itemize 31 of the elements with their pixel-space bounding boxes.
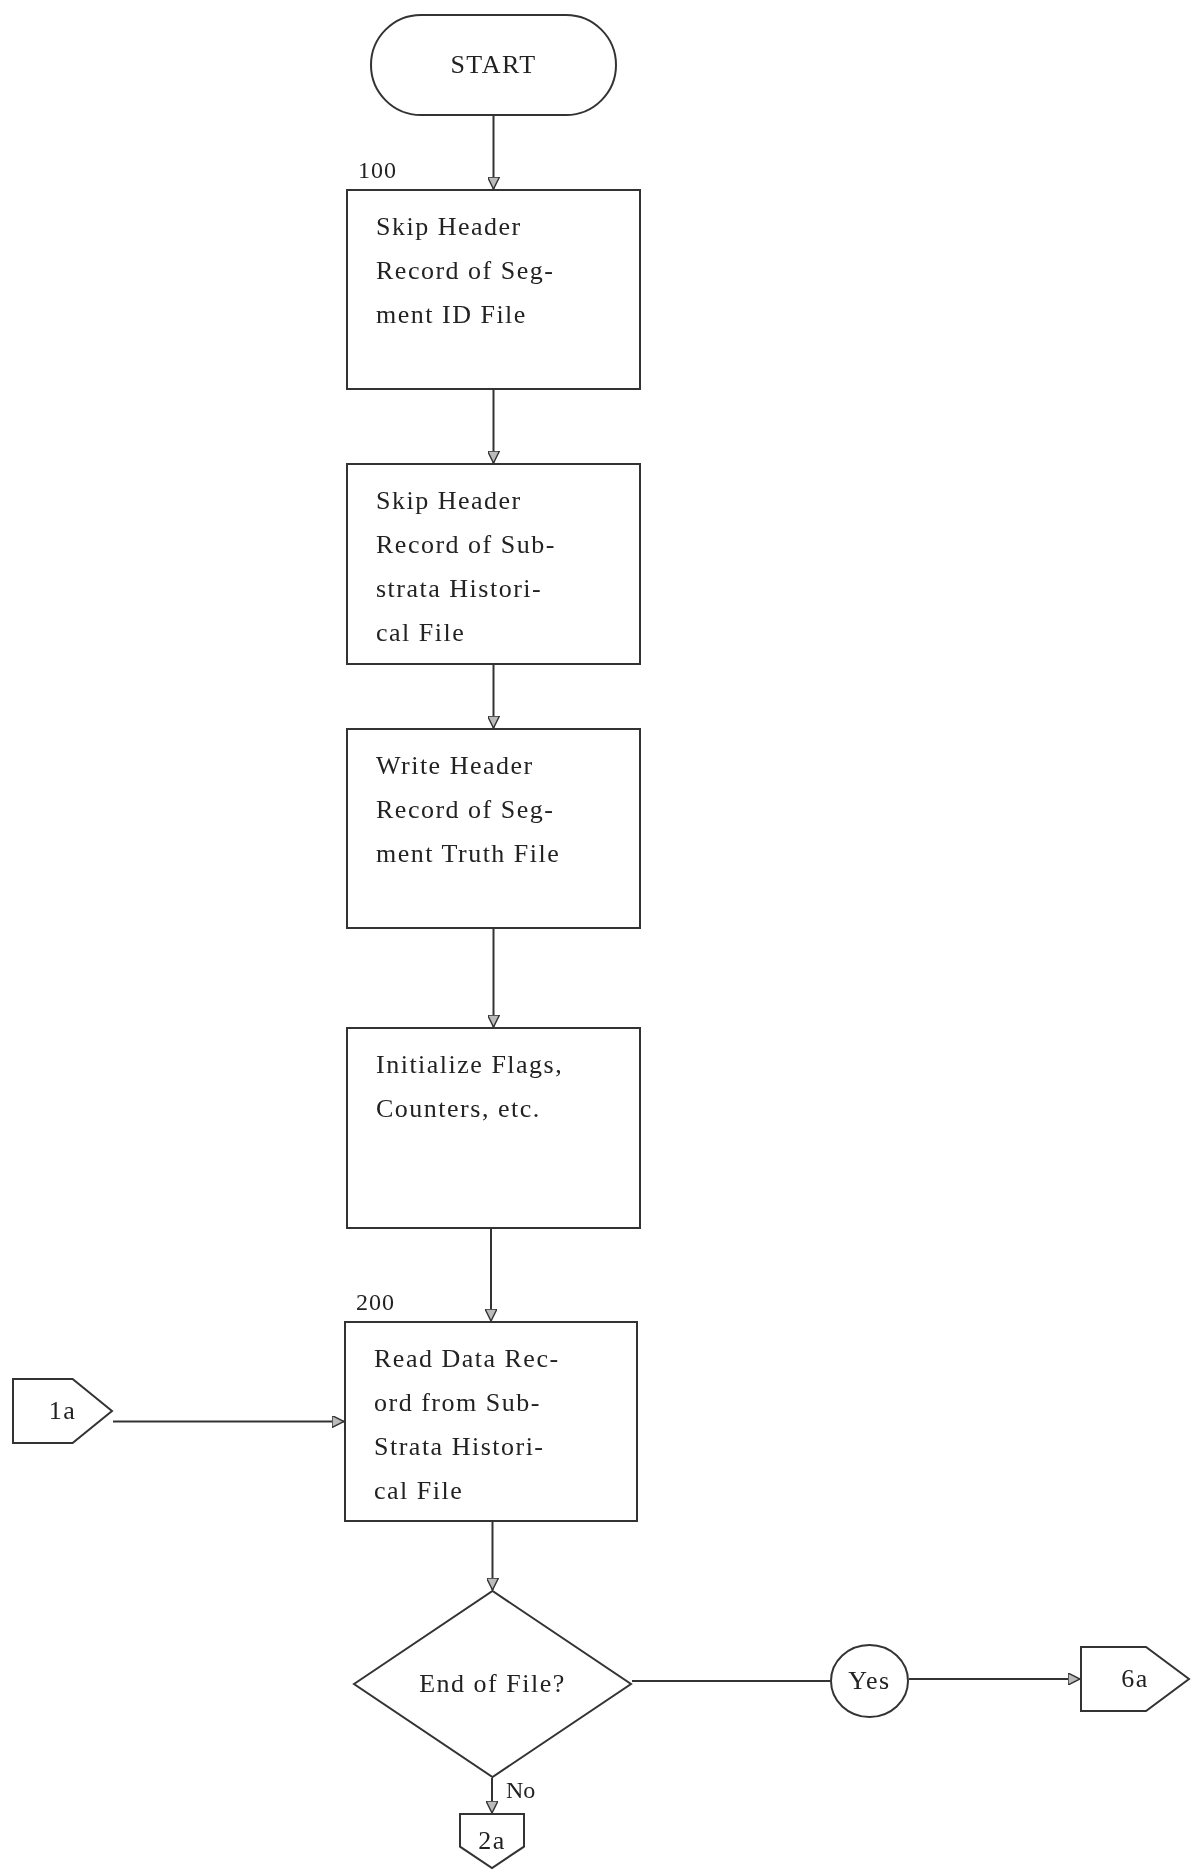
offpage-connector	[1080, 1646, 1190, 1712]
arrow	[485, 1777, 499, 1814]
node-label: 6a	[1120, 1663, 1150, 1695]
node-label: Yes	[847, 1665, 892, 1697]
process-box	[346, 463, 641, 665]
start-terminal	[370, 14, 617, 116]
arrow	[908, 1672, 1081, 1686]
node-label: End of File?	[418, 1668, 567, 1700]
node-label: START	[449, 49, 538, 81]
arrow	[486, 115, 501, 190]
node-label: Skip Header Record of Seg- ment ID File	[376, 211, 556, 331]
process-box	[346, 728, 641, 929]
arrow	[112, 1414, 345, 1429]
answer-circle	[830, 1644, 909, 1718]
arrow	[485, 1521, 500, 1591]
node-label: Skip Header Record of Sub- strata Histori- cal File	[376, 485, 557, 649]
node-label: Initialize Flags, Counters, etc.	[376, 1049, 565, 1125]
process-box	[346, 1027, 641, 1229]
node-label: Read Data Rec- ord from Sub- Strata Histori- cal File	[374, 1343, 561, 1507]
offpage-connector	[459, 1813, 525, 1869]
node-label: 1a	[47, 1395, 78, 1427]
arrow	[486, 928, 501, 1028]
arrow	[486, 664, 501, 729]
step-number: 100	[358, 157, 397, 184]
arrow	[486, 389, 501, 464]
node-label: Write Header Record of Seg- ment Truth File	[376, 750, 562, 870]
step-number: 200	[356, 1289, 395, 1316]
node-label: 2a	[477, 1825, 507, 1857]
arrow	[484, 1228, 498, 1322]
offpage-connector	[12, 1378, 113, 1444]
decision-diamond	[353, 1590, 632, 1778]
